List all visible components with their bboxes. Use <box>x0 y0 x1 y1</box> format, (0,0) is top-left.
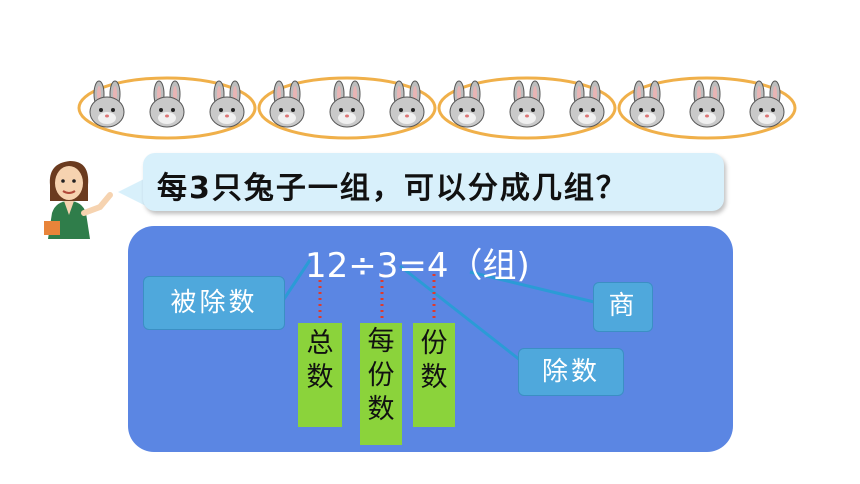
rabbit-group-ellipse <box>617 76 797 140</box>
rabbit-icon <box>509 80 545 128</box>
rabbit-icon <box>389 80 425 128</box>
question-text: 每3只兔子一组，可以分成几组？ <box>157 171 628 206</box>
rabbit-group-ellipse <box>257 76 437 140</box>
rabbit-groups <box>77 76 797 140</box>
speech-bubble-tail <box>118 178 146 206</box>
rabbit-icon <box>749 80 785 128</box>
rabbit-icon <box>329 80 365 128</box>
rabbit-icon <box>449 80 485 128</box>
divisor-label: 除数 <box>518 348 624 396</box>
total-term-box: 总数 <box>298 323 342 427</box>
rabbit-icon <box>89 80 125 128</box>
rabbit-icon <box>629 80 665 128</box>
rabbit-group-ellipse <box>437 76 617 140</box>
dividend-label: 被除数 <box>143 276 285 330</box>
rabbit-icon <box>569 80 605 128</box>
rabbit-icon <box>269 80 305 128</box>
teacher-avatar <box>44 161 113 239</box>
shares-term-text: 份数 <box>420 328 448 393</box>
rabbit-icon <box>689 80 725 128</box>
per-share-term-box: 每份数 <box>360 323 402 445</box>
rabbit-group-ellipse <box>77 76 257 140</box>
speech-bubble: 每3只兔子一组，可以分成几组？ <box>143 153 724 211</box>
shares-term-box: 份数 <box>413 323 455 427</box>
rabbit-icon <box>209 80 245 128</box>
quotient-label: 商 <box>593 282 653 332</box>
division-equation: 12÷3=4（组) <box>305 246 530 286</box>
per-share-term-text: 每份数 <box>367 326 395 425</box>
total-term-text: 总数 <box>306 328 334 393</box>
rabbit-icon <box>149 80 185 128</box>
